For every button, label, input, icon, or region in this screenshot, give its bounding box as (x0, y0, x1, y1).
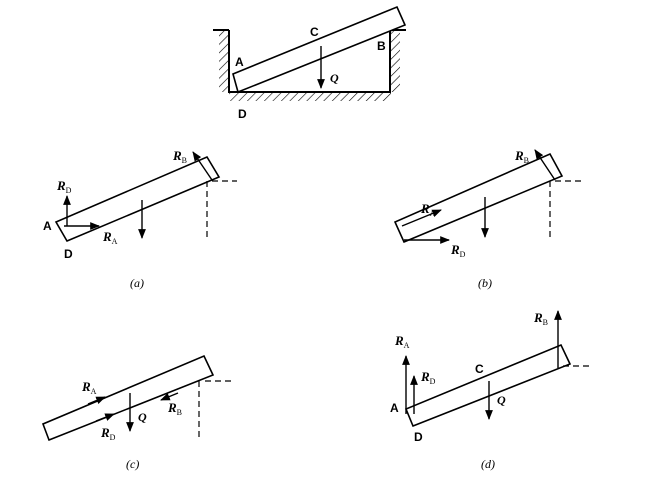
bar (393, 152, 564, 244)
panel-b: RB RA RD (b) (393, 148, 581, 290)
floor-hatch (229, 92, 391, 101)
label-D: D (414, 430, 423, 444)
left-wall-hatch (219, 30, 229, 92)
label-A: A (235, 55, 244, 69)
RA-arrow (87, 396, 106, 405)
label-RB: RB (514, 148, 529, 165)
panel-a: RB RD RA A D (a) (43, 148, 237, 290)
label-RD: RD (420, 369, 436, 386)
RB-arrow (192, 151, 213, 181)
RD-arrow (95, 413, 115, 422)
label-RA: RA (102, 229, 118, 246)
bar (41, 354, 215, 442)
label-RD: RD (100, 425, 116, 442)
caption: (c) (126, 457, 139, 471)
container-outline (228, 30, 391, 93)
label-RB: RB (533, 310, 548, 327)
panel-c: RA RD RB Q (c) (41, 354, 232, 471)
right-wall-hatch (390, 30, 400, 92)
caption: (a) (130, 276, 144, 290)
RB-arrow (160, 392, 179, 401)
label-C: C (475, 362, 484, 376)
label-D: D (64, 247, 73, 261)
label-RA: RA (420, 201, 436, 218)
bar (404, 343, 572, 428)
label-Q: Q (330, 71, 339, 85)
label-B: B (377, 39, 386, 53)
RB-arrow (534, 149, 556, 181)
label-RA: RA (394, 333, 410, 350)
bar (54, 155, 221, 243)
top-figure: A B C D Q (213, 5, 407, 121)
label-RD: RD (56, 178, 72, 195)
label-RB: RB (172, 148, 187, 165)
caption: (b) (478, 276, 492, 290)
label-C: C (310, 25, 319, 39)
label-D: D (238, 107, 247, 121)
caption: (d) (481, 457, 495, 471)
label-RA: RA (81, 379, 97, 396)
label-A: A (390, 401, 399, 415)
bar (232, 5, 407, 94)
label-RD: RD (450, 242, 466, 259)
label-Q: Q (497, 393, 506, 407)
label-RB: RB (167, 400, 182, 417)
RA-arrow (401, 209, 442, 227)
panel-d: RB RA RD C Q A D (d) (390, 310, 590, 471)
label-Q: Q (138, 410, 147, 424)
label-A: A (43, 219, 52, 233)
